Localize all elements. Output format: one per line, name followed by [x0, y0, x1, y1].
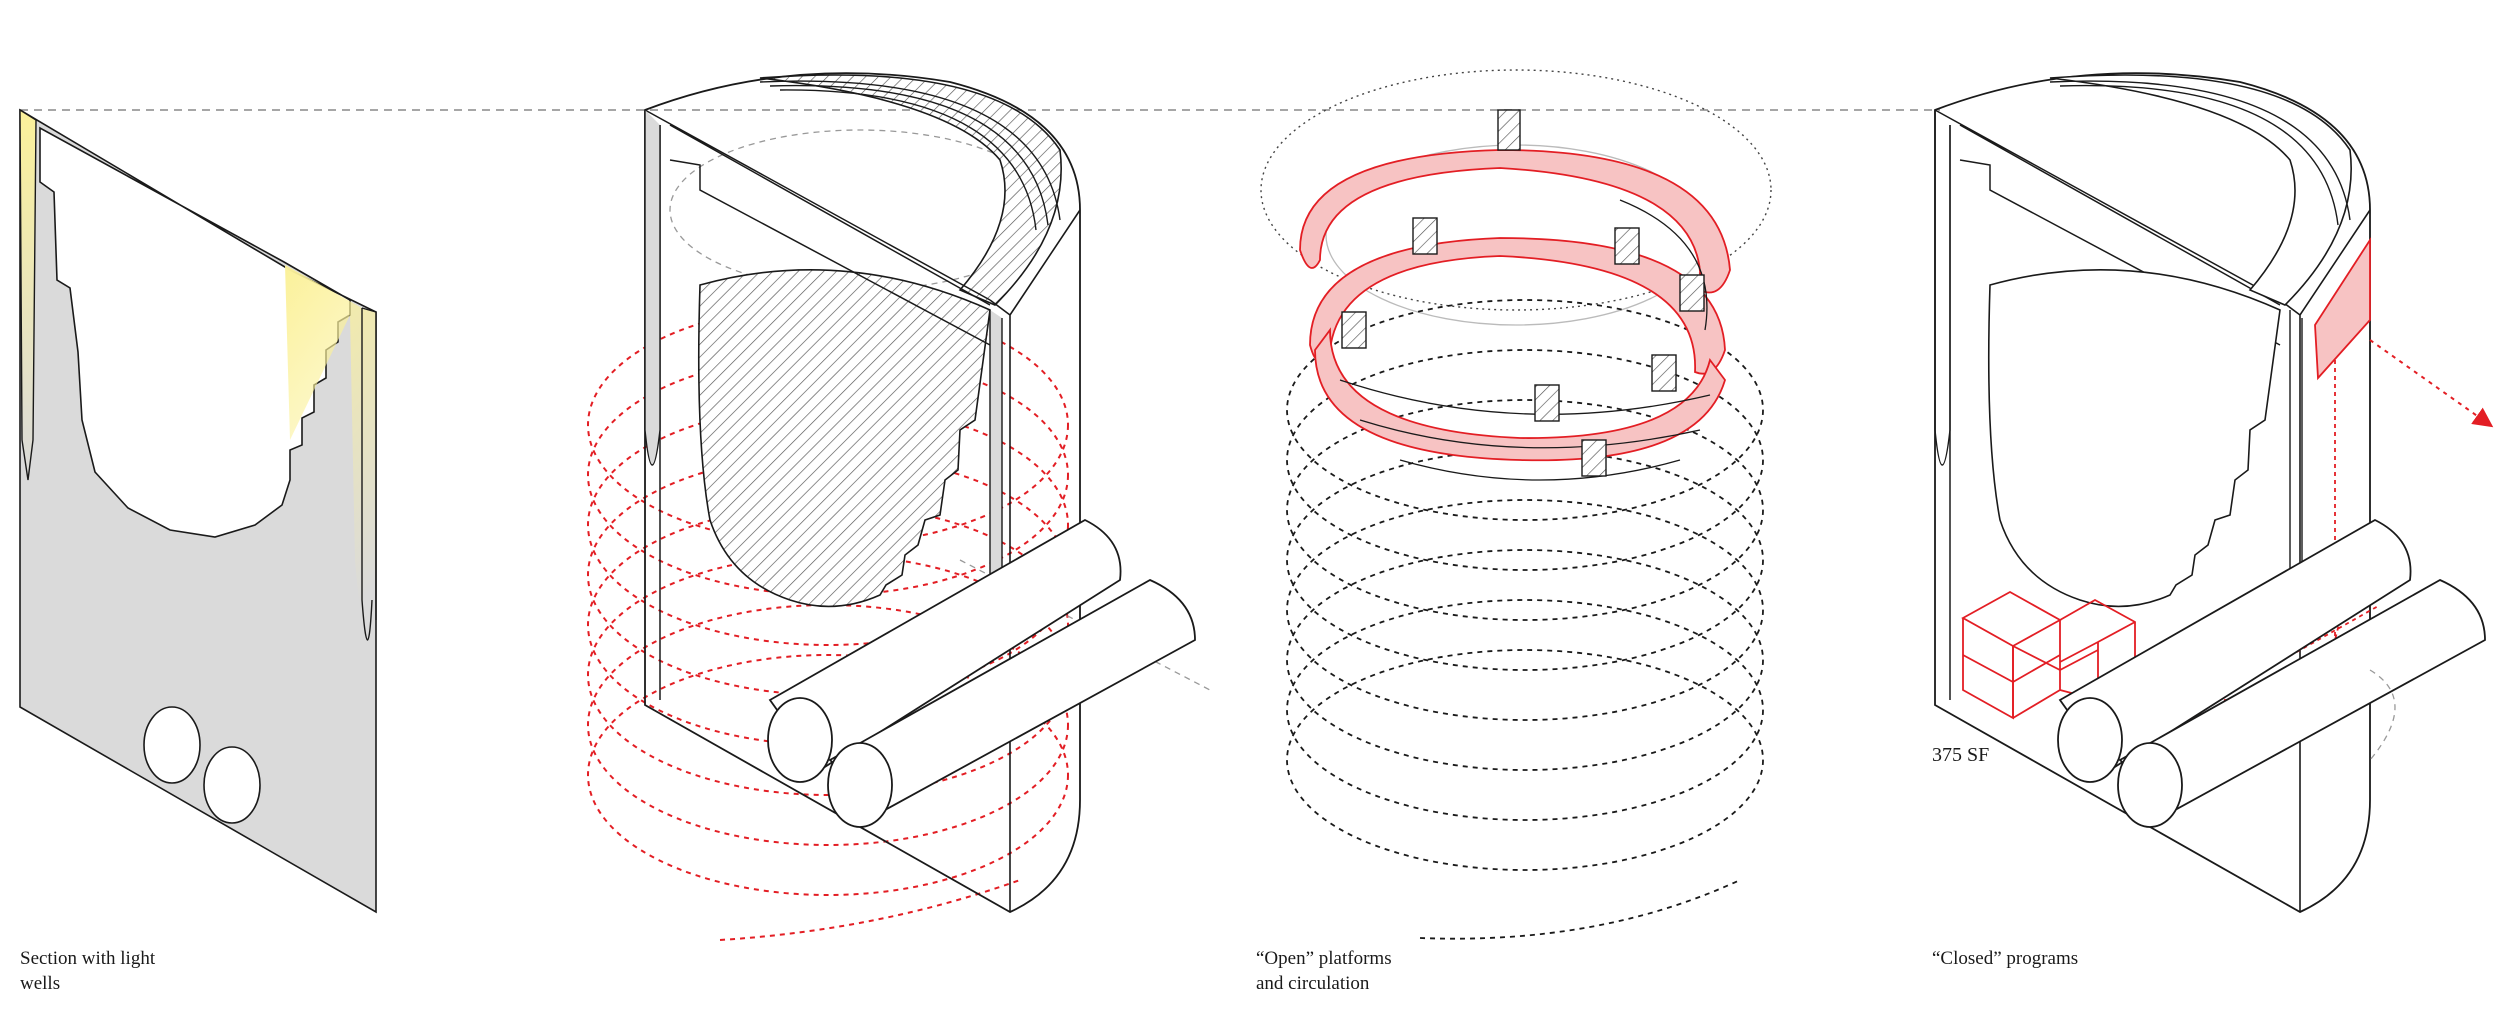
caption-open-line-1: “Open” platforms — [1256, 948, 1392, 969]
circulation-ramps — [1299, 149, 1731, 462]
light-well-left — [20, 110, 36, 480]
tunnels — [767, 518, 1196, 828]
section-slab — [19, 108, 377, 914]
program-arrow — [2369, 339, 2494, 428]
caption-section-line-2: wells — [20, 973, 61, 994]
program-wall-panel — [2314, 236, 2371, 381]
structural-columns — [1341, 109, 1705, 477]
light-well-right — [285, 265, 376, 670]
tunnels — [2057, 518, 2486, 828]
figure-closed-programs — [1934, 72, 2494, 914]
caption-open-platforms: “Open” platforms and circulation — [1256, 946, 1476, 996]
platform-rings-dashed — [1286, 299, 1764, 940]
tunnel-opening-left — [143, 706, 201, 784]
figure-cutaway-cylinder — [587, 72, 1211, 941]
caption-section-line-1: Section with light — [20, 948, 156, 969]
tunnel-opening-right — [203, 746, 261, 824]
caption-closed-line-1: “Closed” programs — [1932, 948, 2079, 969]
cylinder-shell — [644, 72, 1081, 914]
program-area-label: 375 SF — [1932, 744, 1990, 766]
caption-section: Section with light wells — [20, 946, 220, 996]
dome-volume-hatched — [697, 268, 991, 608]
caption-closed-programs: “Closed” programs — [1932, 946, 2172, 971]
figure-open-platforms — [1260, 69, 1772, 940]
figure-section-with-light-wells — [19, 108, 377, 914]
caption-open-line-2: and circulation — [1256, 973, 1370, 994]
